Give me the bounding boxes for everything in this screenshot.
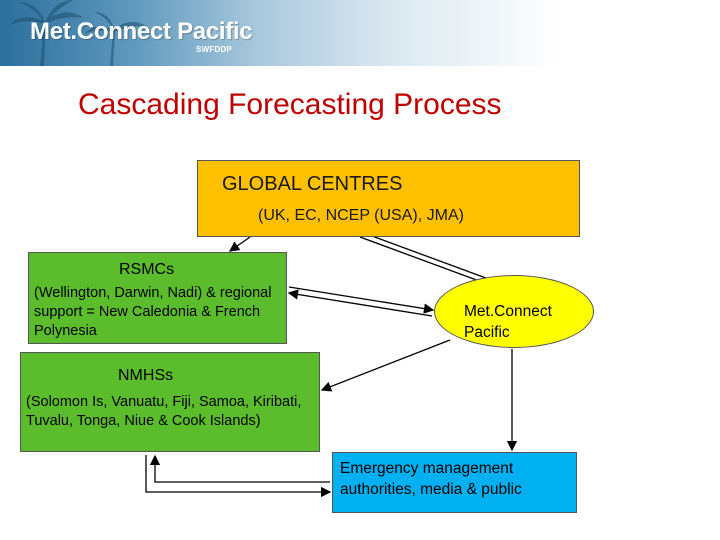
global-centres-detail: (UK, EC, NCEP (USA), JMA)	[258, 207, 464, 224]
app-logo: Met.Connect Pacific	[30, 18, 253, 45]
palm-tree-icon	[8, 0, 146, 66]
emergency-label: Emergency management authorities, media …	[340, 460, 522, 498]
rsmc-detail: (Wellington, Darwin, Nadi) & regional su…	[34, 285, 272, 339]
nmhs-heading: NMHSs	[118, 367, 174, 384]
arrow-global-to-metconnect	[359, 235, 495, 287]
global-centres-box: GLOBAL CENTRES (UK, EC, NCEP (USA), JMA)	[197, 160, 580, 237]
rsmc-heading: RSMCs	[119, 261, 175, 278]
arrow-metconnect-nmhs	[320, 339, 451, 392]
global-centres-heading: GLOBAL CENTRES	[222, 173, 403, 195]
logo-subtitle: SWFDDP	[196, 45, 232, 54]
metconnect-label: Met.Connect Pacific	[464, 303, 552, 341]
arrow-rsmc-metconnect	[287, 286, 435, 317]
header-banner: Met.Connect Pacific SWFDDP	[0, 0, 720, 66]
nmhs-box: NMHSs (Solomon Is, Vanuatu, Fiji, Samoa,…	[20, 352, 320, 452]
arrow-nmhs-emergency-loop	[145, 454, 332, 498]
metconnect-pacific-ellipse: Met.Connect Pacific	[434, 275, 594, 348]
arrow-global-to-rsmc	[228, 236, 251, 252]
slide-title: Cascading Forecasting Process	[78, 88, 502, 121]
rsmc-box: RSMCs (Wellington, Darwin, Nadi) & regio…	[28, 252, 287, 344]
emergency-box: Emergency management authorities, media …	[332, 452, 577, 513]
nmhs-detail: (Solomon Is, Vanuatu, Fiji, Samoa, Kirib…	[26, 394, 302, 429]
